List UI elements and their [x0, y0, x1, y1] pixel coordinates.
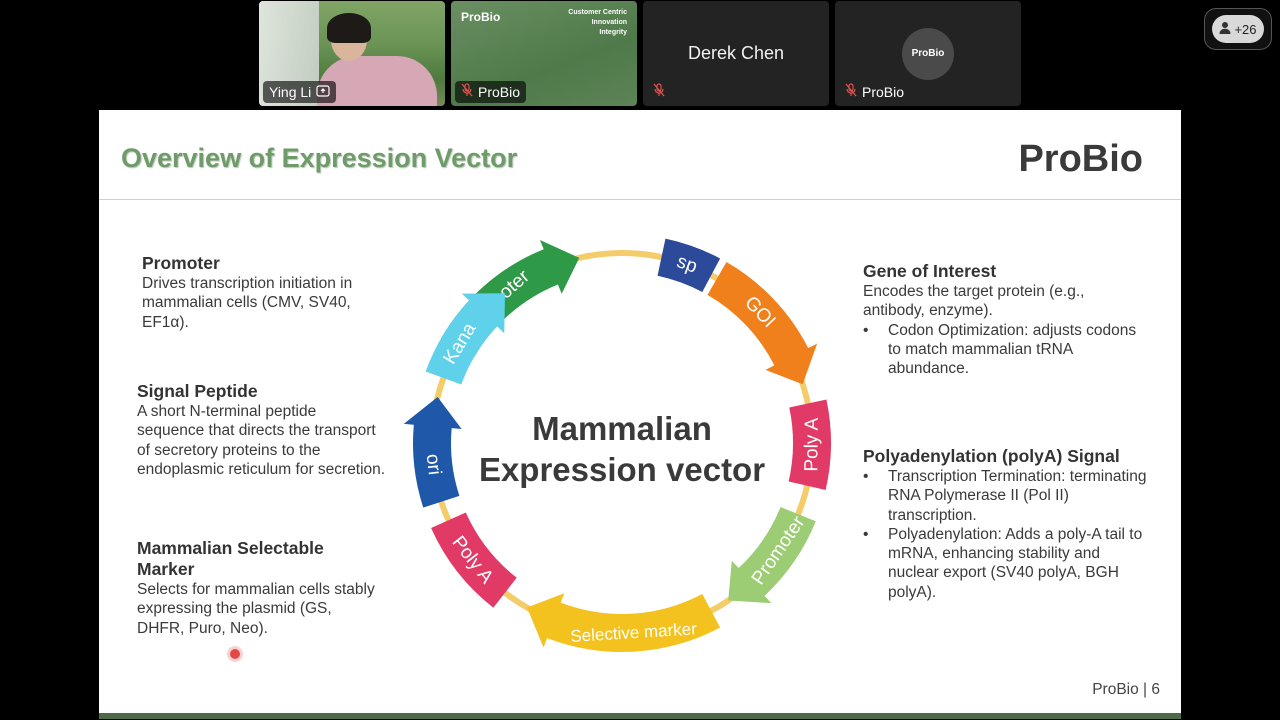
section-heading: Promoter	[142, 253, 220, 273]
participants-count-label: +26	[1234, 21, 1257, 37]
slogan-line: Innovation	[591, 19, 627, 26]
section-heading: Mammalian Selectable Marker	[137, 538, 324, 579]
participants-count-button[interactable]: +26	[1204, 8, 1272, 50]
slogan: Customer Centric Innovation Integrity	[568, 8, 627, 38]
section-text: A short N-terminal peptide sequence that…	[137, 403, 386, 478]
participant-name-tag: Ying Li	[263, 81, 337, 103]
vector-segment-kana	[425, 293, 506, 385]
participant-name: Ying Li	[269, 84, 312, 100]
gene-of-interest-description: Gene of Interest Encodes the target prot…	[863, 261, 1143, 378]
vector-segment-label: ori	[422, 453, 445, 476]
participant-name-tag	[647, 81, 671, 103]
section-text: Encodes the target protein (e.g., antibo…	[863, 283, 1085, 320]
promoter-description: Promoter Drives transcription initiation…	[142, 253, 382, 332]
participant-name-tag: ProBio	[839, 81, 910, 103]
muted-mic-icon	[653, 81, 665, 103]
participant-name: ProBio	[862, 84, 905, 100]
participant-tile-probio[interactable]: ProBio ProBio	[835, 1, 1021, 106]
bullet-list: Codon Optimization: adjusts codons to ma…	[863, 321, 1143, 379]
vector-segment-promoter	[728, 507, 816, 604]
diagram-center-title: Mammalian	[532, 410, 712, 447]
participant-tile-ying-li[interactable]: Ying Li	[259, 1, 445, 106]
vector-segment-ori	[403, 397, 462, 508]
participant-tile-probio-share[interactable]: ProBio Customer Centric Innovation Integ…	[451, 1, 637, 106]
bullet-item: Polyadenylation: Adds a poly-A tail to m…	[863, 525, 1148, 602]
slogan-line: Integrity	[599, 29, 627, 36]
slogan-line: Customer Centric	[568, 9, 627, 16]
vector-segment-label: Poly A	[801, 417, 822, 471]
vector-segment-goi	[707, 262, 818, 385]
title-divider	[99, 199, 1181, 200]
slide-title: Overview of Expression Vector	[121, 143, 518, 173]
probio-logo: ProBio	[1018, 138, 1143, 180]
bullet-item: Codon Optimization: adjusts codons to ma…	[863, 321, 1143, 379]
muted-mic-icon	[845, 81, 857, 103]
vector-segment-selective-marker	[527, 593, 721, 652]
participant-display-name: Derek Chen	[687, 43, 785, 63]
section-text: Drives transcription initiation in mamma…	[142, 275, 353, 331]
diagram-center-subtitle: Expression vector	[479, 451, 765, 488]
slide-footer-bar	[99, 713, 1181, 719]
pointer-cursor	[230, 649, 240, 659]
vector-segment-sp	[657, 238, 721, 293]
participant-tile-derek-chen[interactable]: Derek Chen	[643, 1, 829, 106]
screen-share-icon	[316, 81, 330, 103]
selectable-marker-description: Mammalian Selectable Marker Selects for …	[137, 538, 382, 638]
bullet-list: Transcription Termination: terminating R…	[863, 467, 1148, 602]
vector-segment-poly-a	[431, 512, 517, 608]
participants-count-pill: +26	[1212, 15, 1264, 43]
muted-mic-icon	[461, 81, 473, 103]
shared-slide: Overview of Expression Vector ProBio Pro…	[99, 110, 1181, 719]
video-person-body	[317, 56, 437, 106]
participant-name: ProBio	[478, 84, 521, 100]
section-heading: Polyadenylation (polyA) Signal	[863, 446, 1120, 466]
probio-logo: ProBio	[461, 10, 501, 24]
page-number: ProBio | 6	[1092, 681, 1160, 698]
person-icon	[1219, 21, 1231, 37]
section-heading: Signal Peptide	[137, 381, 258, 401]
bullet-item: Transcription Termination: terminating R…	[863, 467, 1148, 525]
signal-peptide-description: Signal Peptide A short N-terminal peptid…	[137, 381, 387, 479]
participant-name-tag: ProBio	[455, 81, 527, 103]
section-text: Selects for mammalian cells stably expre…	[137, 581, 375, 637]
video-person-hair	[327, 13, 371, 43]
section-heading: Gene of Interest	[863, 261, 997, 281]
polya-description: Polyadenylation (polyA) Signal Transcrip…	[863, 446, 1148, 602]
vector-segment-poly-a	[788, 399, 831, 491]
avatar: ProBio	[902, 28, 954, 80]
